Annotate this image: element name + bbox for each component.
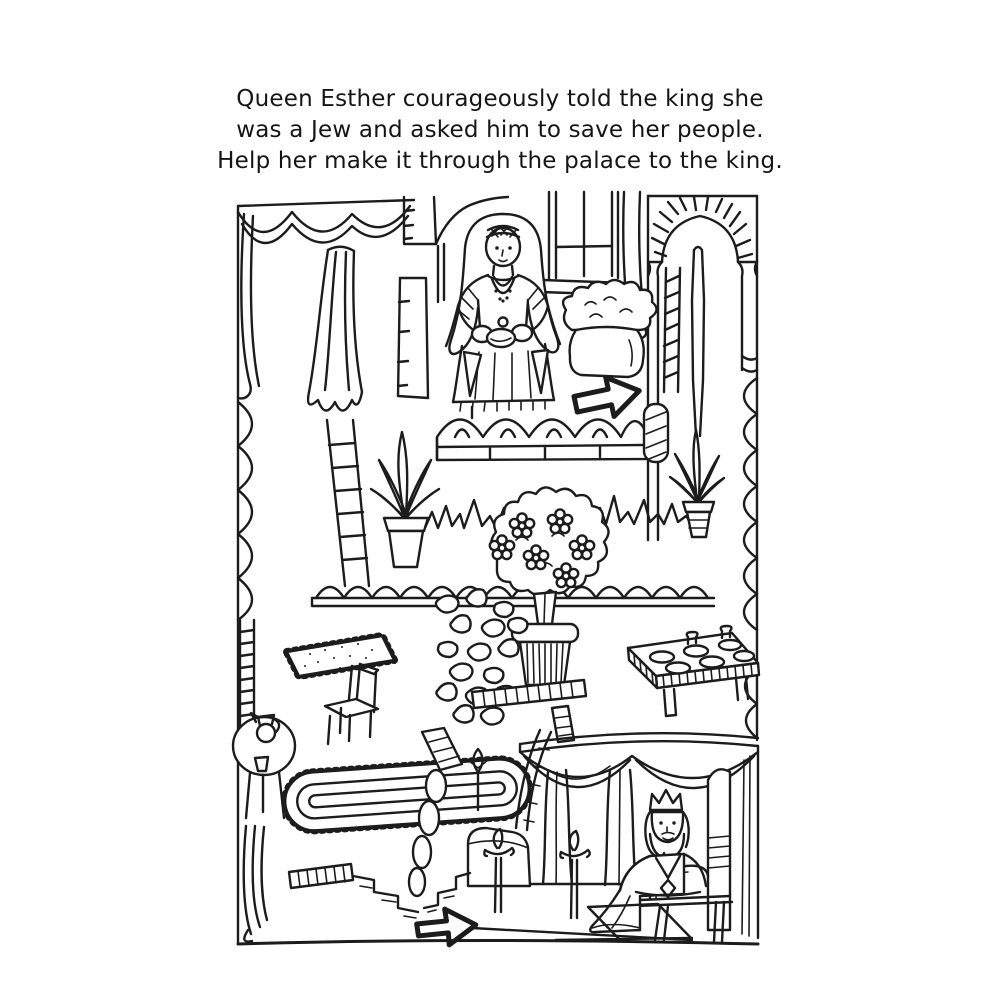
chair <box>323 662 380 746</box>
caption-line-3: Help her make it through the palace to t… <box>217 148 783 174</box>
top-valance <box>236 198 416 244</box>
tick-pillar <box>396 276 430 400</box>
flower-topiary <box>488 486 610 687</box>
palm-trunk <box>325 418 371 588</box>
finish-arrow-icon <box>414 906 479 948</box>
wall-arch <box>402 195 510 304</box>
bottom-border <box>236 939 760 946</box>
bead-column <box>407 726 464 898</box>
king-figure <box>589 788 708 934</box>
middle-drape <box>306 245 364 412</box>
balustrade-wall <box>435 402 670 464</box>
torch-stand-left <box>483 827 515 914</box>
braided-column <box>662 266 682 394</box>
caption-line-2: was a Jew and asked him to save her peop… <box>236 117 764 143</box>
left-border <box>236 204 256 946</box>
oval-rug <box>281 755 533 835</box>
torch-stand-right <box>559 829 591 920</box>
shrub-pot <box>561 278 658 379</box>
queen-esther-figure <box>444 212 562 420</box>
potted-plant-left <box>369 430 441 569</box>
throne-platform <box>466 747 532 888</box>
right-arch <box>646 194 759 542</box>
caption: Queen Esther courageously told the king … <box>0 84 1000 177</box>
arch-candle <box>690 245 706 438</box>
striped-railing <box>470 678 588 744</box>
stairs <box>287 862 472 919</box>
side-table <box>231 711 297 820</box>
caption-line-1: Queen Esther courageously told the king … <box>236 86 764 112</box>
area-rug <box>283 632 398 680</box>
banquet-table <box>626 624 761 718</box>
start-arrow-icon <box>571 374 642 420</box>
left-curtain <box>236 212 269 943</box>
potted-plant-right <box>668 428 726 539</box>
hedge-wall <box>310 585 716 608</box>
